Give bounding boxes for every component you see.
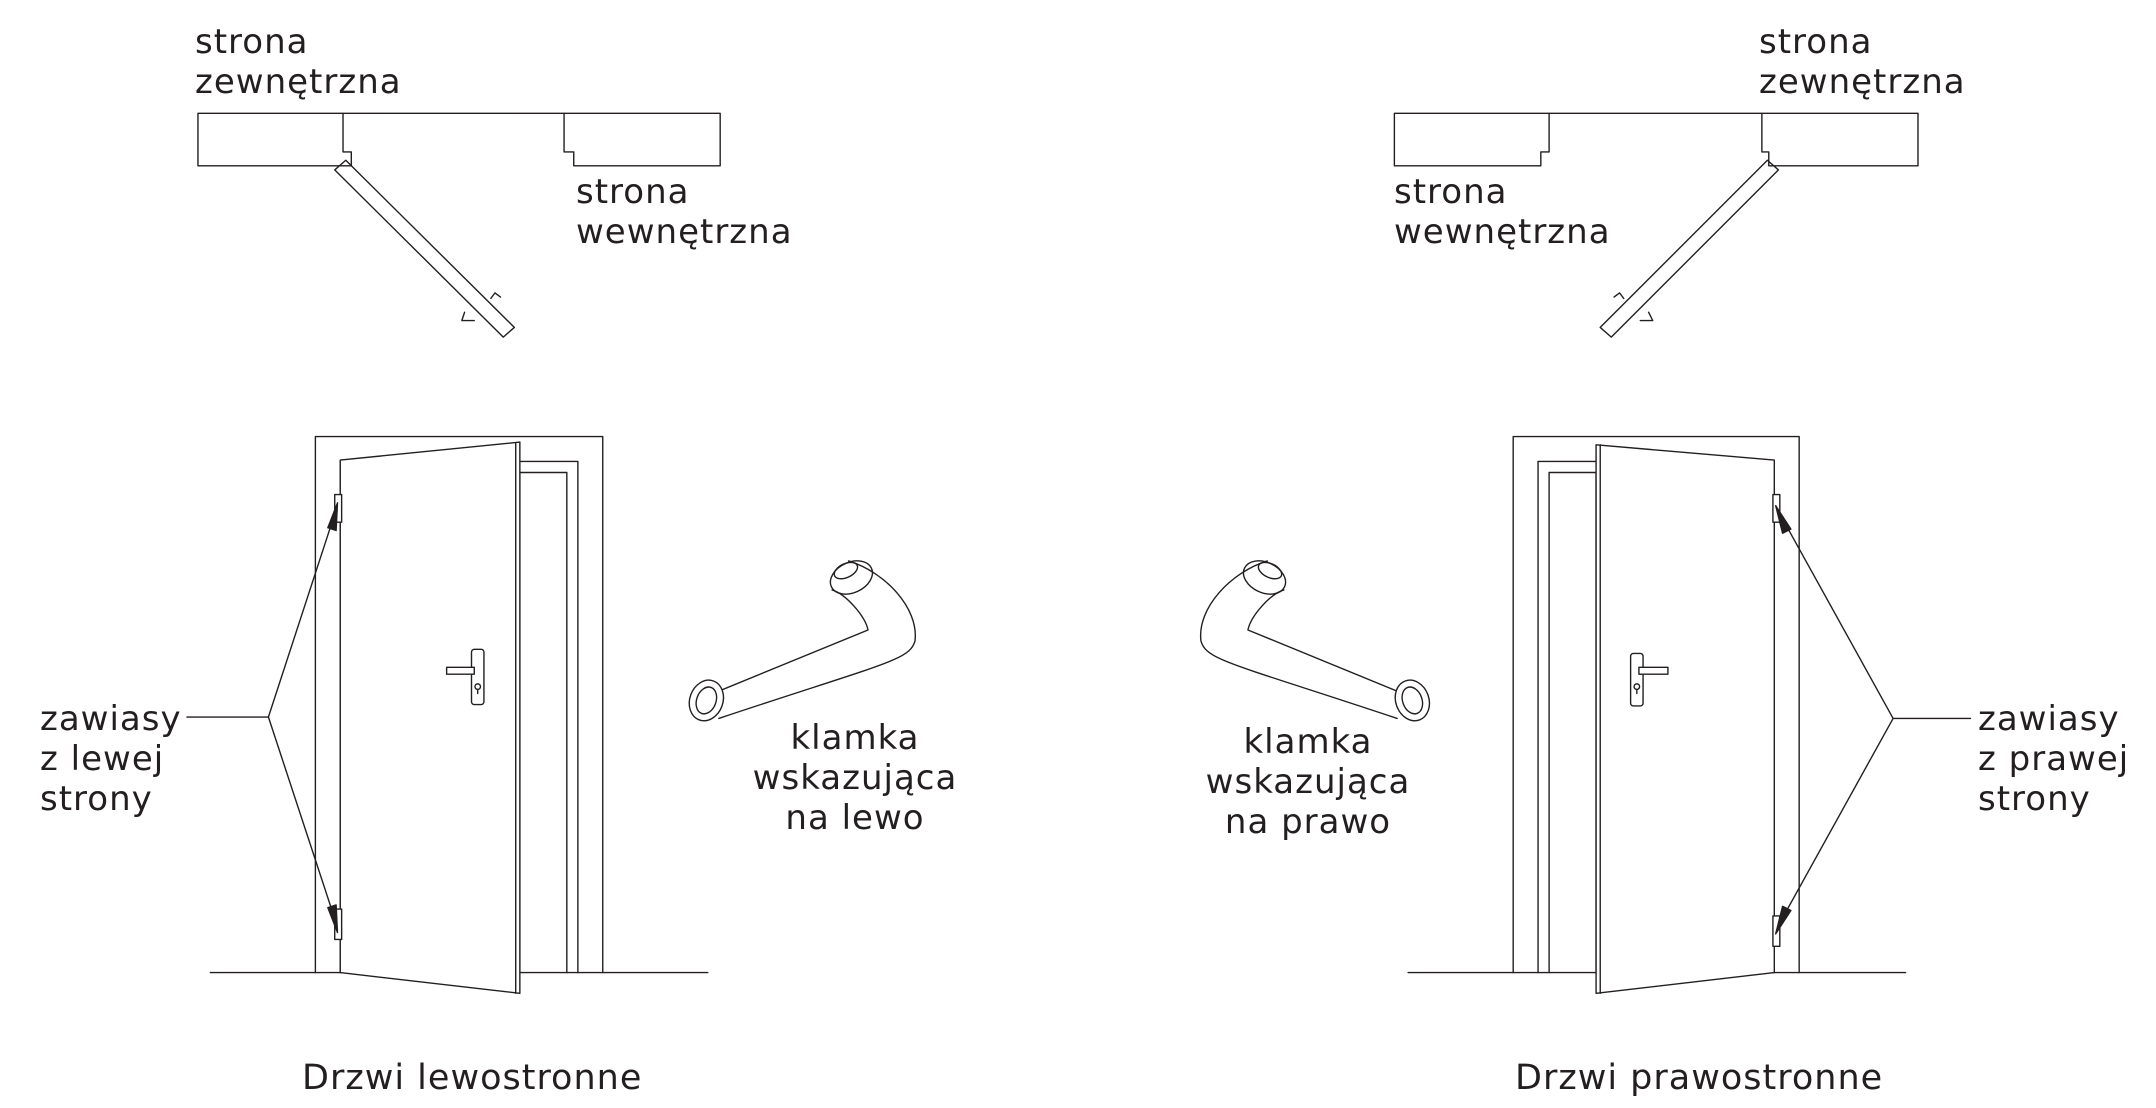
right-hinges-line2: z prawej <box>1978 739 2130 779</box>
left-hinges-line3: strony <box>40 779 153 819</box>
left-hinges-line2: z lewej <box>40 739 165 779</box>
left-hinges-label: zawiasy z lewej strony <box>40 699 182 819</box>
left-inner-side-line1: strona <box>576 172 690 212</box>
right-frame-recess <box>1549 472 1596 972</box>
left-wall-right <box>564 113 720 165</box>
right-handle-line2: wskazująca <box>1205 762 1411 802</box>
right-handle-line1: klamka <box>1243 722 1373 762</box>
right-handle-label: klamka wskazująca na prawo <box>1198 722 1418 842</box>
left-outer-side-label: strona zewnętrzna <box>195 22 402 102</box>
right-inner-side-line1: strona <box>1394 172 1508 212</box>
right-hinges-line3: strony <box>1978 779 2091 819</box>
left-door-leaf <box>340 442 520 993</box>
right-wall-right <box>1762 113 1918 165</box>
left-wall-left <box>198 113 351 165</box>
left-arrow-top <box>328 503 338 531</box>
right-caption: Drzwi prawostronne <box>1515 1058 1884 1098</box>
right-handle-line3: na prawo <box>1224 802 1392 842</box>
left-inner-side-label: strona wewnętrzna <box>576 172 793 252</box>
right-arrow-top <box>1776 506 1791 534</box>
left-handle-line3: na lewo <box>785 798 925 838</box>
left-outer-side-line2: zewnętrzna <box>195 62 402 102</box>
left-plan-handle <box>462 293 501 321</box>
left-caption: Drzwi lewostronne <box>302 1058 643 1098</box>
left-frame-outer <box>315 437 602 973</box>
left-door-handle-icon <box>447 649 484 704</box>
right-outer-side-line2: zewnętrzna <box>1759 62 1966 102</box>
left-arrow-bottom <box>328 905 338 933</box>
left-outer-side-line1: strona <box>195 22 309 62</box>
left-elevation <box>187 437 708 994</box>
left-handle-line1: klamka <box>790 718 920 758</box>
left-handle-label: klamka wskazująca na lewo <box>745 718 965 838</box>
right-door-leaf <box>1596 445 1774 993</box>
left-lever-handle-drawing <box>684 554 916 725</box>
right-plan-handle <box>1614 293 1653 321</box>
right-plan-view <box>1394 113 1918 337</box>
right-inner-side-line2: wewnętrzna <box>1394 212 1611 252</box>
left-frame-recess <box>520 472 567 972</box>
right-elevation <box>1408 437 1970 994</box>
right-frame-outer <box>1513 437 1799 973</box>
right-arrow-bottom <box>1776 906 1791 934</box>
right-outer-side-line1: strona <box>1759 22 1873 62</box>
right-door-leaf-plan <box>1600 160 1778 337</box>
right-lever-handle-drawing <box>1201 554 1435 725</box>
right-hinges-label: zawiasy z prawej strony <box>1978 699 2129 819</box>
left-hinges-line1: zawiasy <box>40 699 182 739</box>
left-handle-line2: wskazująca <box>752 758 958 798</box>
left-inner-side-line2: wewnętrzna <box>576 212 793 252</box>
right-outer-side-label: strona zewnętrzna <box>1759 22 1966 102</box>
left-door-leaf-plan <box>335 160 515 337</box>
right-door-handle-icon <box>1631 653 1668 705</box>
right-wall-left <box>1394 113 1549 165</box>
right-inner-side-label: strona wewnętrzna <box>1394 172 1611 252</box>
right-hinges-line1: zawiasy <box>1978 699 2120 739</box>
left-plan-view <box>198 113 720 337</box>
